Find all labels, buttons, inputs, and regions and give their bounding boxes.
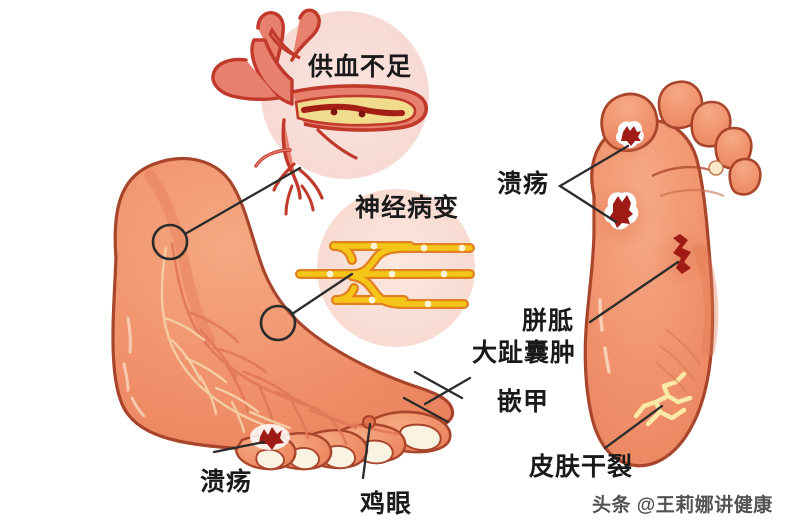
label-bunion: 大趾囊肿 (472, 339, 577, 367)
label-ulcer-left: 溃疡 (200, 468, 253, 496)
label-callus: 胼胝 (522, 307, 575, 335)
callout-marker-nerve (259, 304, 297, 342)
left-foot-ulcer-marker (250, 424, 290, 450)
left-foot-illustration (111, 156, 455, 471)
leader-ingrown-nail-a (402, 396, 450, 424)
leader-neuropathy (290, 272, 354, 316)
leader-ulcer-left (212, 440, 266, 454)
leader-corn (361, 422, 372, 480)
label-corn: 鸡眼 (360, 490, 413, 518)
artery-illustration (211, 8, 428, 216)
nerve-illustration (295, 241, 475, 309)
watermark-text: 头条 @王莉娜讲健康 (592, 495, 773, 516)
leader-lines (183, 144, 680, 480)
leader-ulcer-right (557, 144, 630, 224)
toenail-5 (255, 448, 285, 471)
leader-blood-supply (183, 166, 302, 236)
left-foot-nerve-network (160, 246, 292, 434)
leader-dry-skin (603, 404, 664, 450)
label-ingrown-nail: 嵌甲 (497, 388, 550, 416)
left-foot-vessel-network (170, 242, 400, 446)
arterial-plaque (294, 94, 417, 127)
label-dry-cracked-skin: 皮肤干裂 (529, 453, 634, 481)
leader-callus (588, 260, 680, 324)
right-foot-ulcer-toe (615, 121, 644, 149)
bunion-marker (708, 160, 724, 176)
callout-label-blood-supply: 供血不足 (308, 53, 413, 81)
label-ulcer-right: 溃疡 (497, 170, 550, 198)
right-foot-callus-marker (673, 234, 691, 274)
callout-label-neuropathy: 神经病变 (355, 194, 460, 222)
right-foot-illustration (583, 80, 762, 468)
callout-marker-blood (151, 223, 189, 261)
leader-ingrown-nail-b (413, 370, 464, 400)
right-foot-outline (583, 118, 715, 468)
